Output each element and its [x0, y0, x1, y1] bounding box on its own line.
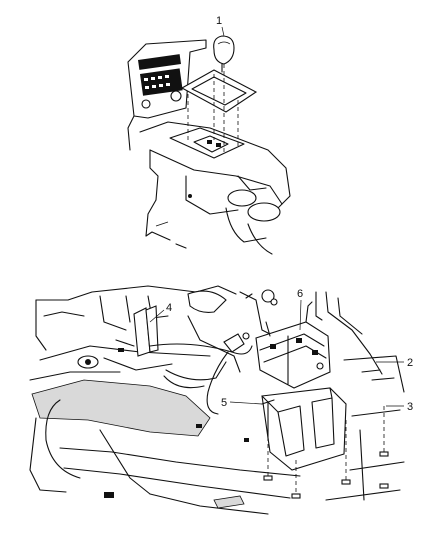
- floor-assembly: 4 6 5 2 3: [29, 285, 413, 515]
- center-console: [139, 121, 291, 255]
- callout-2: 2: [407, 357, 413, 369]
- bolt-5: [261, 399, 275, 441]
- callout-5: 5: [221, 397, 227, 409]
- radio-stack: [127, 39, 207, 151]
- callout-4: 4: [166, 302, 172, 314]
- leader-6: [299, 299, 302, 331]
- shift-knob: [213, 35, 235, 73]
- shifter-bezel: [180, 69, 258, 113]
- leader-4: [149, 309, 165, 323]
- leader-1: [221, 26, 225, 37]
- callout-1: 1: [216, 15, 222, 27]
- shifter-bracket: [261, 387, 347, 471]
- leader-5: [229, 401, 263, 405]
- callout-6: 6: [297, 288, 303, 300]
- console-assembly: 1: [127, 15, 291, 255]
- shifter-mechanism: [255, 301, 331, 389]
- callout-3: 3: [407, 401, 413, 413]
